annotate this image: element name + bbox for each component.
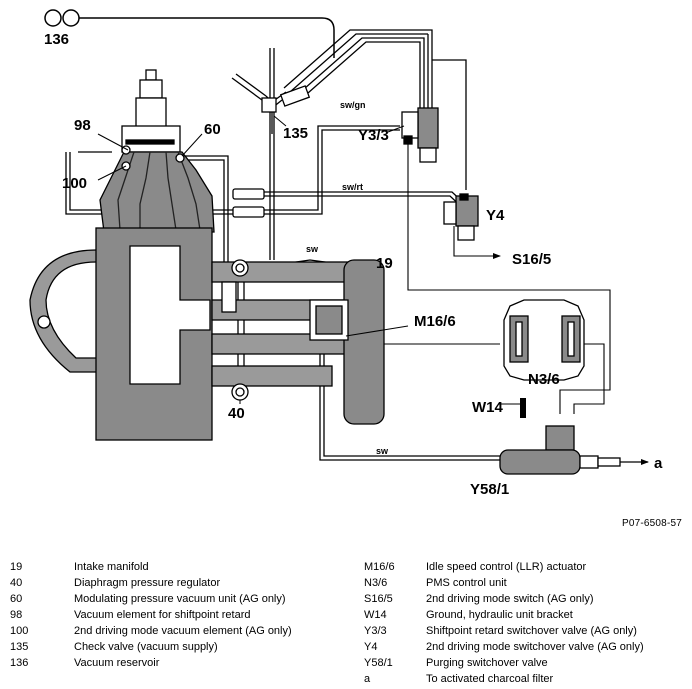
intake-manifold (29, 227, 385, 441)
legend-description: 2nd driving mode vacuum element (AG only… (74, 625, 292, 637)
legend-description: Shiftpoint retard switchover valve (AG o… (426, 625, 637, 637)
legend-code: Y3/3 (364, 625, 387, 637)
label-100: 100 (62, 175, 87, 192)
legend-code: 136 (10, 657, 29, 669)
legend-code: 98 (10, 609, 23, 621)
legend-code: 100 (10, 625, 29, 637)
electrical-wires (384, 144, 611, 414)
legend-code: a (364, 673, 371, 685)
label-135: 135 (283, 125, 308, 142)
diaphragm-pressure-regulator (221, 259, 249, 401)
legend-code: M16/6 (364, 561, 395, 573)
pms-control-unit (503, 299, 585, 381)
wire-label-swgn: sw/gn (340, 100, 366, 110)
check-valve (231, 73, 311, 134)
label-y4: Y4 (486, 207, 505, 224)
hose-connectors (232, 188, 265, 218)
legend-row: 60 Modulating pressure vacuum unit (AG on… (10, 591, 292, 607)
legend-row: 40 Diaphragm pressure regulator (10, 575, 292, 591)
wire-label-sw-lower: sw (376, 446, 389, 456)
legend-description: Vacuum element for shiftpoint retard (74, 609, 251, 621)
ground-bracket (520, 398, 526, 418)
legend-row: Y4 2nd driving mode switchover valve (AG … (364, 639, 644, 655)
legend-description: Ground, hydraulic unit bracket (426, 609, 573, 621)
legend-code: 135 (10, 641, 29, 653)
legend-description: 2nd driving mode switch (AG only) (426, 593, 594, 605)
wire-label-sw-upper: sw (306, 244, 319, 254)
legend-description: 2nd driving mode switchover valve (AG on… (426, 641, 644, 653)
label-19: 19 (376, 255, 393, 272)
modulating-vacuum-assembly (99, 69, 215, 233)
legend-description: Idle speed control (LLR) actuator (426, 561, 587, 573)
legend-code: Y58/1 (364, 657, 393, 669)
legend-code: 19 (10, 561, 23, 573)
legend-code: S16/5 (364, 593, 393, 605)
figure-reference: P07-6508-57 (621, 518, 682, 529)
legend-row: a To activated charcoal filter (364, 671, 644, 687)
legend-description: Vacuum reservoir (74, 657, 160, 669)
legend-description: Diaphragm pressure regulator (74, 577, 221, 589)
legend-row: Y58/1 Purging switchover valve (364, 655, 644, 671)
legend-code: N3/6 (364, 577, 388, 589)
legend-row: 135 Check valve (vacuum supply) (10, 639, 292, 655)
label-s16-5: S16/5 (512, 251, 551, 268)
legend-description: Check valve (vacuum supply) (74, 641, 218, 653)
label-w14: W14 (472, 399, 504, 416)
legend-code: W14 (364, 609, 387, 621)
label-40: 40 (228, 405, 245, 422)
switchover-valves (401, 107, 479, 241)
label-60: 60 (204, 121, 221, 138)
purging-switchover-valve (499, 425, 649, 475)
legend-description: Intake manifold (74, 561, 149, 573)
label-m16-6: M16/6 (414, 313, 456, 330)
label-a: a (654, 455, 663, 472)
label-136: 136 (44, 31, 69, 48)
legend-row: M16/6 Idle speed control (LLR) actuator (364, 559, 644, 575)
label-98: 98 (74, 117, 91, 134)
vacuum-system-diagram: 136 98 60 100 135 Y3/3 Y4 S16/5 19 M16/6… (29, 9, 663, 498)
legend-row: N3/6 PMS control unit (364, 575, 644, 591)
legend-code: 60 (10, 593, 23, 605)
legend-description: Purging switchover valve (426, 657, 548, 669)
legend-code: 40 (10, 577, 23, 589)
legend-description: To activated charcoal filter (426, 673, 554, 685)
legend-description: PMS control unit (426, 577, 507, 589)
legend-row: S16/5 2nd driving mode switch (AG only) (364, 591, 644, 607)
wire-label-swrt: sw/rt (342, 182, 363, 192)
legend-code: Y4 (364, 641, 378, 653)
legend-row: 98 Vacuum element for shiftpoint retard (10, 607, 292, 623)
legend-left: 19 Intake manifold 40 Diaphragm pressure re… (10, 559, 292, 671)
legend-row: W14 Ground, hydraulic unit bracket (364, 607, 644, 623)
legend-row: 100 2nd driving mode vacuum element (AG o… (10, 623, 292, 639)
leader-lines (97, 115, 520, 405)
legend-description: Modulating pressure vacuum unit (AG only… (74, 593, 286, 605)
label-y58-1: Y58/1 (470, 481, 509, 498)
vacuum-reservoir (44, 9, 335, 58)
legend-row: Y3/3 Shiftpoint retard switchover valve (… (364, 623, 644, 639)
legend-row: 19 Intake manifold (10, 559, 292, 575)
label-n3-6: N3/6 (528, 371, 560, 388)
legend-row: 136 Vacuum reservoir (10, 655, 292, 671)
label-y3-3: Y3/3 (358, 127, 389, 144)
